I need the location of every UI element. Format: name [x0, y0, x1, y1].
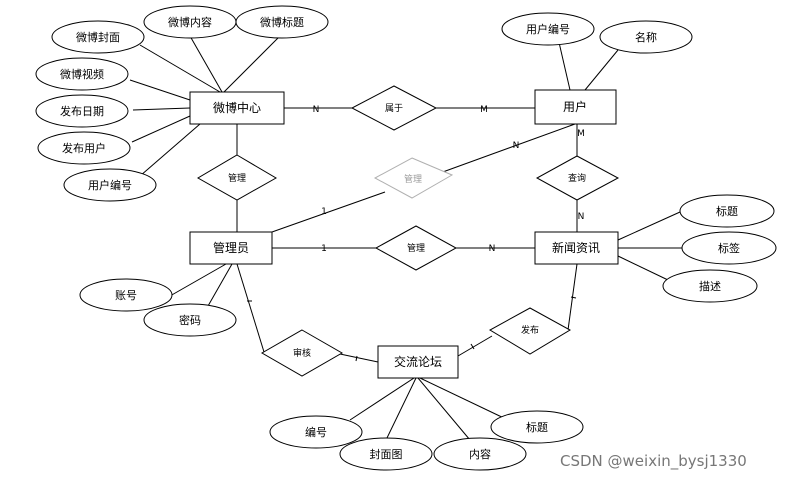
entity-admin-label: 管理员	[213, 240, 249, 255]
entity-user: 用户	[534, 89, 617, 125]
attr-user-name-label: 名称	[635, 30, 657, 44]
attr-account: 账号	[79, 278, 173, 312]
edge-mark-publish-news	[570, 296, 577, 299]
edge-weibo-user-no	[139, 123, 201, 177]
attr-news-desc: 描述	[662, 269, 758, 303]
edge-weibo-cover	[139, 44, 221, 93]
edge-weibo-content	[189, 35, 223, 93]
attr-weibo-title: 微博标题	[235, 5, 329, 39]
attr-forum-content-label: 内容	[469, 447, 491, 461]
attr-forum-title: 标题	[490, 410, 584, 444]
rel-publish: 发布	[488, 307, 572, 355]
attr-weibo-content-label: 微博内容	[168, 15, 212, 29]
attr-weibo-user-no-label: 用户编号	[88, 178, 132, 192]
attr-publish-date-label: 发布日期	[60, 104, 104, 118]
edge-news-title	[617, 211, 681, 241]
rel-review-label: 审核	[293, 347, 311, 359]
card-weibo-belongs: N	[313, 105, 320, 115]
rel-manage-weibo: 管理	[196, 154, 278, 201]
edge-publish-user	[131, 115, 191, 143]
edge-forum-publish	[457, 335, 493, 357]
card-browse-news: N	[578, 212, 585, 222]
card-admin-manage-user: 1	[321, 207, 327, 217]
edge-weibo-title	[223, 35, 281, 93]
watermark-text: CSDN @weixin_bysj1330	[560, 452, 747, 470]
entity-forum: 交流论坛	[377, 345, 459, 379]
edge-password	[207, 263, 233, 307]
attr-news-title-label: 标题	[716, 204, 738, 218]
edge-account	[169, 263, 227, 297]
rel-review: 审核	[260, 329, 344, 377]
rel-manage-user-label: 管理	[404, 173, 422, 185]
edge-news-desc	[617, 255, 669, 281]
attr-forum-cover: 封面图	[339, 437, 433, 471]
attr-password-label: 密码	[179, 313, 201, 327]
entity-news-label: 新闻资讯	[552, 240, 600, 255]
attr-weibo-cover-label: 微博封面	[76, 30, 120, 44]
card-admin-manage-news: 1	[321, 244, 327, 254]
rel-browse: 查询	[535, 155, 620, 201]
edge-forum-cover	[385, 377, 417, 441]
edge-publish-date	[132, 107, 191, 111]
entity-admin: 管理员	[189, 231, 273, 265]
entity-news: 新闻资讯	[534, 231, 619, 265]
attr-user-no: 用户编号	[501, 12, 595, 46]
attr-publish-user-label: 发布用户	[62, 141, 106, 155]
attr-weibo-video-label: 微博视频	[60, 67, 104, 81]
attr-user-no-label: 用户编号	[526, 22, 570, 36]
attr-news-title: 标题	[679, 194, 775, 228]
attr-forum-content: 内容	[433, 437, 527, 471]
entity-weibo-center: 微博中心	[189, 91, 285, 125]
attr-publish-date: 发布日期	[35, 94, 129, 128]
attr-weibo-video: 微博视频	[35, 57, 129, 91]
card-manage-user-user: N	[513, 141, 520, 151]
attr-publish-user: 发布用户	[37, 131, 131, 165]
edge-mark-forum-publish	[470, 343, 475, 350]
attr-weibo-cover: 微博封面	[51, 20, 145, 54]
attr-weibo-content: 微博内容	[143, 5, 237, 39]
attr-weibo-user-no: 用户编号	[63, 168, 157, 202]
edge-mark-review-forum	[355, 355, 358, 362]
edge-admin-manage-user	[271, 191, 386, 233]
edge-user-name	[584, 49, 619, 91]
rel-manage-weibo-label: 管理	[228, 172, 246, 184]
edge-review-forum	[339, 353, 379, 363]
entity-user-label: 用户	[563, 99, 587, 114]
attr-account-label: 账号	[115, 289, 137, 302]
attr-weibo-title-label: 微博标题	[260, 15, 304, 29]
rel-belongs-to: 属于	[350, 85, 438, 131]
edge-forum-title	[419, 377, 509, 421]
attr-forum-cover-label: 封面图	[370, 447, 403, 461]
card-manage-news-news: N	[489, 244, 496, 254]
attr-password: 密码	[143, 303, 237, 337]
card-belongs-user: M	[480, 105, 488, 115]
rel-publish-label: 发布	[521, 324, 539, 336]
attr-news-desc-label: 描述	[699, 279, 721, 293]
attr-news-tag: 标签	[681, 231, 777, 265]
attr-news-tag-label: 标签	[718, 241, 740, 255]
card-user-browse: M	[577, 129, 585, 139]
attr-forum-no-label: 编号	[305, 425, 327, 439]
edge-manage-user-user	[439, 123, 576, 174]
edge-weibo-video	[129, 79, 191, 101]
rel-manage-news: 管理	[374, 225, 458, 271]
edge-forum-no	[349, 377, 415, 421]
entity-weibo-center-label: 微博中心	[213, 100, 261, 115]
entity-forum-label: 交流论坛	[394, 354, 442, 369]
attr-user-name: 名称	[599, 20, 693, 54]
edge-forum-content	[417, 377, 471, 441]
attr-forum-no: 编号	[269, 415, 363, 449]
rel-manage-news-label: 管理	[407, 242, 425, 254]
rel-belongs-to-label: 属于	[385, 103, 403, 114]
edge-admin-review	[236, 263, 265, 353]
attr-forum-title-label: 标题	[526, 420, 548, 434]
rel-manage-user: 管理	[373, 157, 454, 199]
rel-browse-label: 查询	[568, 172, 586, 184]
edge-user-no	[557, 37, 571, 91]
